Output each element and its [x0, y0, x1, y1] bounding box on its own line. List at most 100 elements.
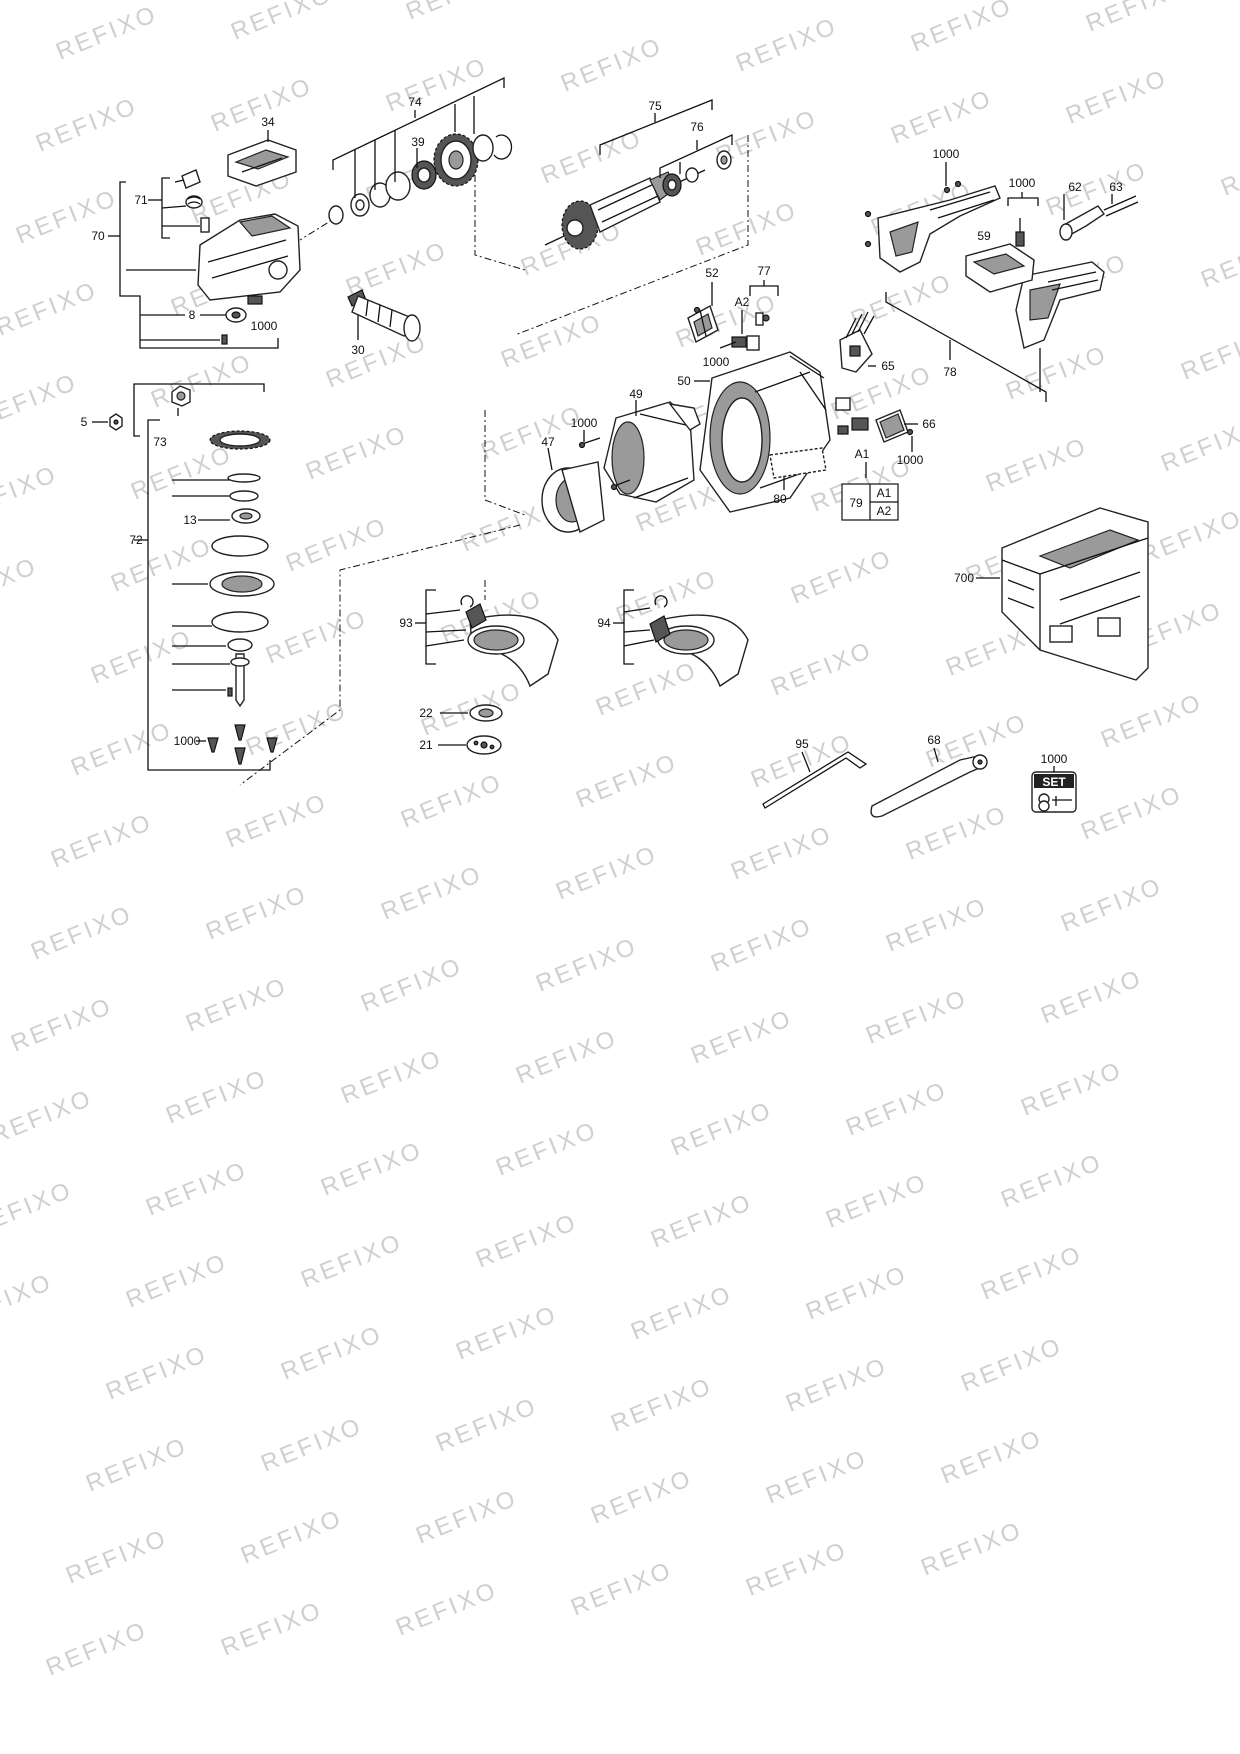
part-78-handle-housing: [864, 180, 1105, 349]
label-71: 71: [134, 193, 148, 207]
watermark-text: REFIXO: [0, 460, 62, 525]
watermark-text: REFIXO: [667, 1096, 777, 1161]
watermark-text: REFIXO: [842, 1076, 952, 1141]
watermark-text: REFIXO: [377, 860, 487, 925]
label-65: 65: [881, 359, 895, 373]
watermark-text: REFIXO: [587, 1464, 697, 1529]
watermark-text: REFIXO: [1057, 872, 1167, 937]
part-66-brush-cover: [835, 397, 914, 443]
watermark-text: REFIXO: [1217, 136, 1240, 201]
watermark-text: REFIXO: [357, 952, 467, 1017]
watermark-text: REFIXO: [47, 808, 157, 873]
watermark-text: REFIXO: [202, 880, 312, 945]
watermark-text: REFIXO: [242, 696, 352, 761]
label-8: 8: [189, 308, 196, 322]
label-76: 76: [690, 120, 704, 134]
watermark-text: REFIXO: [1177, 320, 1240, 385]
label-66: 66: [922, 417, 936, 431]
set-icon: SET: [1031, 771, 1077, 813]
label-74: 74: [408, 95, 422, 109]
label-73: 73: [153, 435, 167, 449]
watermark-text: REFIXO: [692, 196, 802, 261]
watermark-text: REFIXO: [297, 1228, 407, 1293]
label-52: 52: [705, 266, 719, 280]
watermark-text: REFIXO: [1017, 1056, 1127, 1121]
label-30: 30: [351, 343, 365, 357]
table-79-id: 79: [849, 496, 863, 510]
watermark-text: REFIXO: [512, 1024, 622, 1089]
watermark-text: REFIXO: [1002, 340, 1112, 405]
part-small-pin: [221, 334, 228, 345]
watermark-text: REFIXO: [532, 932, 642, 997]
label-1000-switch: 1000: [1009, 176, 1036, 190]
callout-labels: 34 74 39 75 76 1000 1000 62 63 59 71 70 …: [81, 95, 1123, 766]
label-93: 93: [399, 616, 413, 630]
watermark-text: REFIXO: [567, 1556, 677, 1621]
watermark-text: REFIXO: [802, 1260, 912, 1325]
part-49-stator: [603, 401, 701, 503]
watermark-text: REFIXO: [917, 1516, 1027, 1581]
watermark-text: REFIXO: [62, 1524, 172, 1589]
watermark-text: REFIXO: [317, 1136, 427, 1201]
watermark-text: REFIXO: [432, 1392, 542, 1457]
watermark-text: REFIXO: [497, 308, 607, 373]
watermark-text: REFIXO: [0, 1268, 57, 1333]
watermark-text: REFIXO: [902, 800, 1012, 865]
assembly-axes: [239, 135, 749, 786]
watermark-text: REFIXO: [607, 1372, 717, 1437]
part-spindle: [207, 653, 278, 765]
part-47-fan-baffle: [541, 461, 605, 534]
label-a1: A1: [855, 447, 870, 461]
watermark-text: REFIXO: [1082, 0, 1192, 38]
watermark-text: REFIXO: [217, 1596, 327, 1661]
part-5-nut: [109, 413, 123, 431]
label-1000-stator: 1000: [571, 416, 598, 430]
watermark-text: REFIXO: [227, 0, 337, 46]
part-62-63-cable: [1059, 195, 1139, 241]
table-79-row-a2: A2: [877, 504, 892, 518]
watermark-text: REFIXO: [782, 1352, 892, 1417]
label-22: 22: [419, 706, 433, 720]
part-94-wheel-guard: [649, 595, 749, 688]
watermark-text: REFIXO: [687, 1004, 797, 1069]
watermark-text: REFIXO: [122, 1248, 232, 1313]
label-68: 68: [927, 733, 941, 747]
watermark-text: REFIXO: [472, 1208, 582, 1273]
watermark-text: REFIXO: [302, 420, 412, 485]
part-65-electronics: [839, 311, 875, 373]
watermark-text: REFIXO: [82, 1432, 192, 1497]
label-70: 70: [91, 229, 105, 243]
part-76-bearings: [662, 150, 732, 197]
leader-lines: [92, 76, 1113, 773]
watermark-text: REFIXO: [87, 624, 197, 689]
watermark-text: REFIXO: [1197, 228, 1240, 293]
watermark-text: REFIXO: [627, 1280, 737, 1345]
part-72-flange-stack: [209, 430, 275, 652]
watermark-text: REFIXO: [222, 788, 332, 853]
part-95-hex-key: [762, 751, 868, 809]
part-22-inner-flange: [469, 704, 503, 722]
part-30-side-handle: [347, 289, 421, 342]
watermark-text: REFIXO: [1097, 688, 1207, 753]
watermark-text: REFIXO: [767, 636, 877, 701]
label-78: 78: [943, 365, 957, 379]
label-1000-handle: 1000: [933, 147, 960, 161]
watermark-text: REFIXO: [412, 1484, 522, 1549]
label-1000-brush: 1000: [703, 355, 730, 369]
watermark-text: REFIXO: [7, 992, 117, 1057]
label-94: 94: [597, 616, 611, 630]
label-5: 5: [81, 415, 88, 429]
watermark-text: REFIXO: [27, 900, 137, 965]
watermark-text: REFIXO: [452, 1300, 562, 1365]
watermark-text: REFIXO: [0, 368, 82, 433]
watermark-text: REFIXO: [937, 1424, 1047, 1489]
label-a2: A2: [735, 295, 750, 309]
watermark-text: REFIXO: [142, 1156, 252, 1221]
watermark-text: REFIXO: [492, 1116, 602, 1181]
part-93-wheel-guard: [460, 595, 559, 688]
watermark-text: REFIXO: [32, 92, 142, 157]
label-62: 62: [1068, 180, 1082, 194]
watermark-text: REFIXO: [557, 32, 667, 97]
